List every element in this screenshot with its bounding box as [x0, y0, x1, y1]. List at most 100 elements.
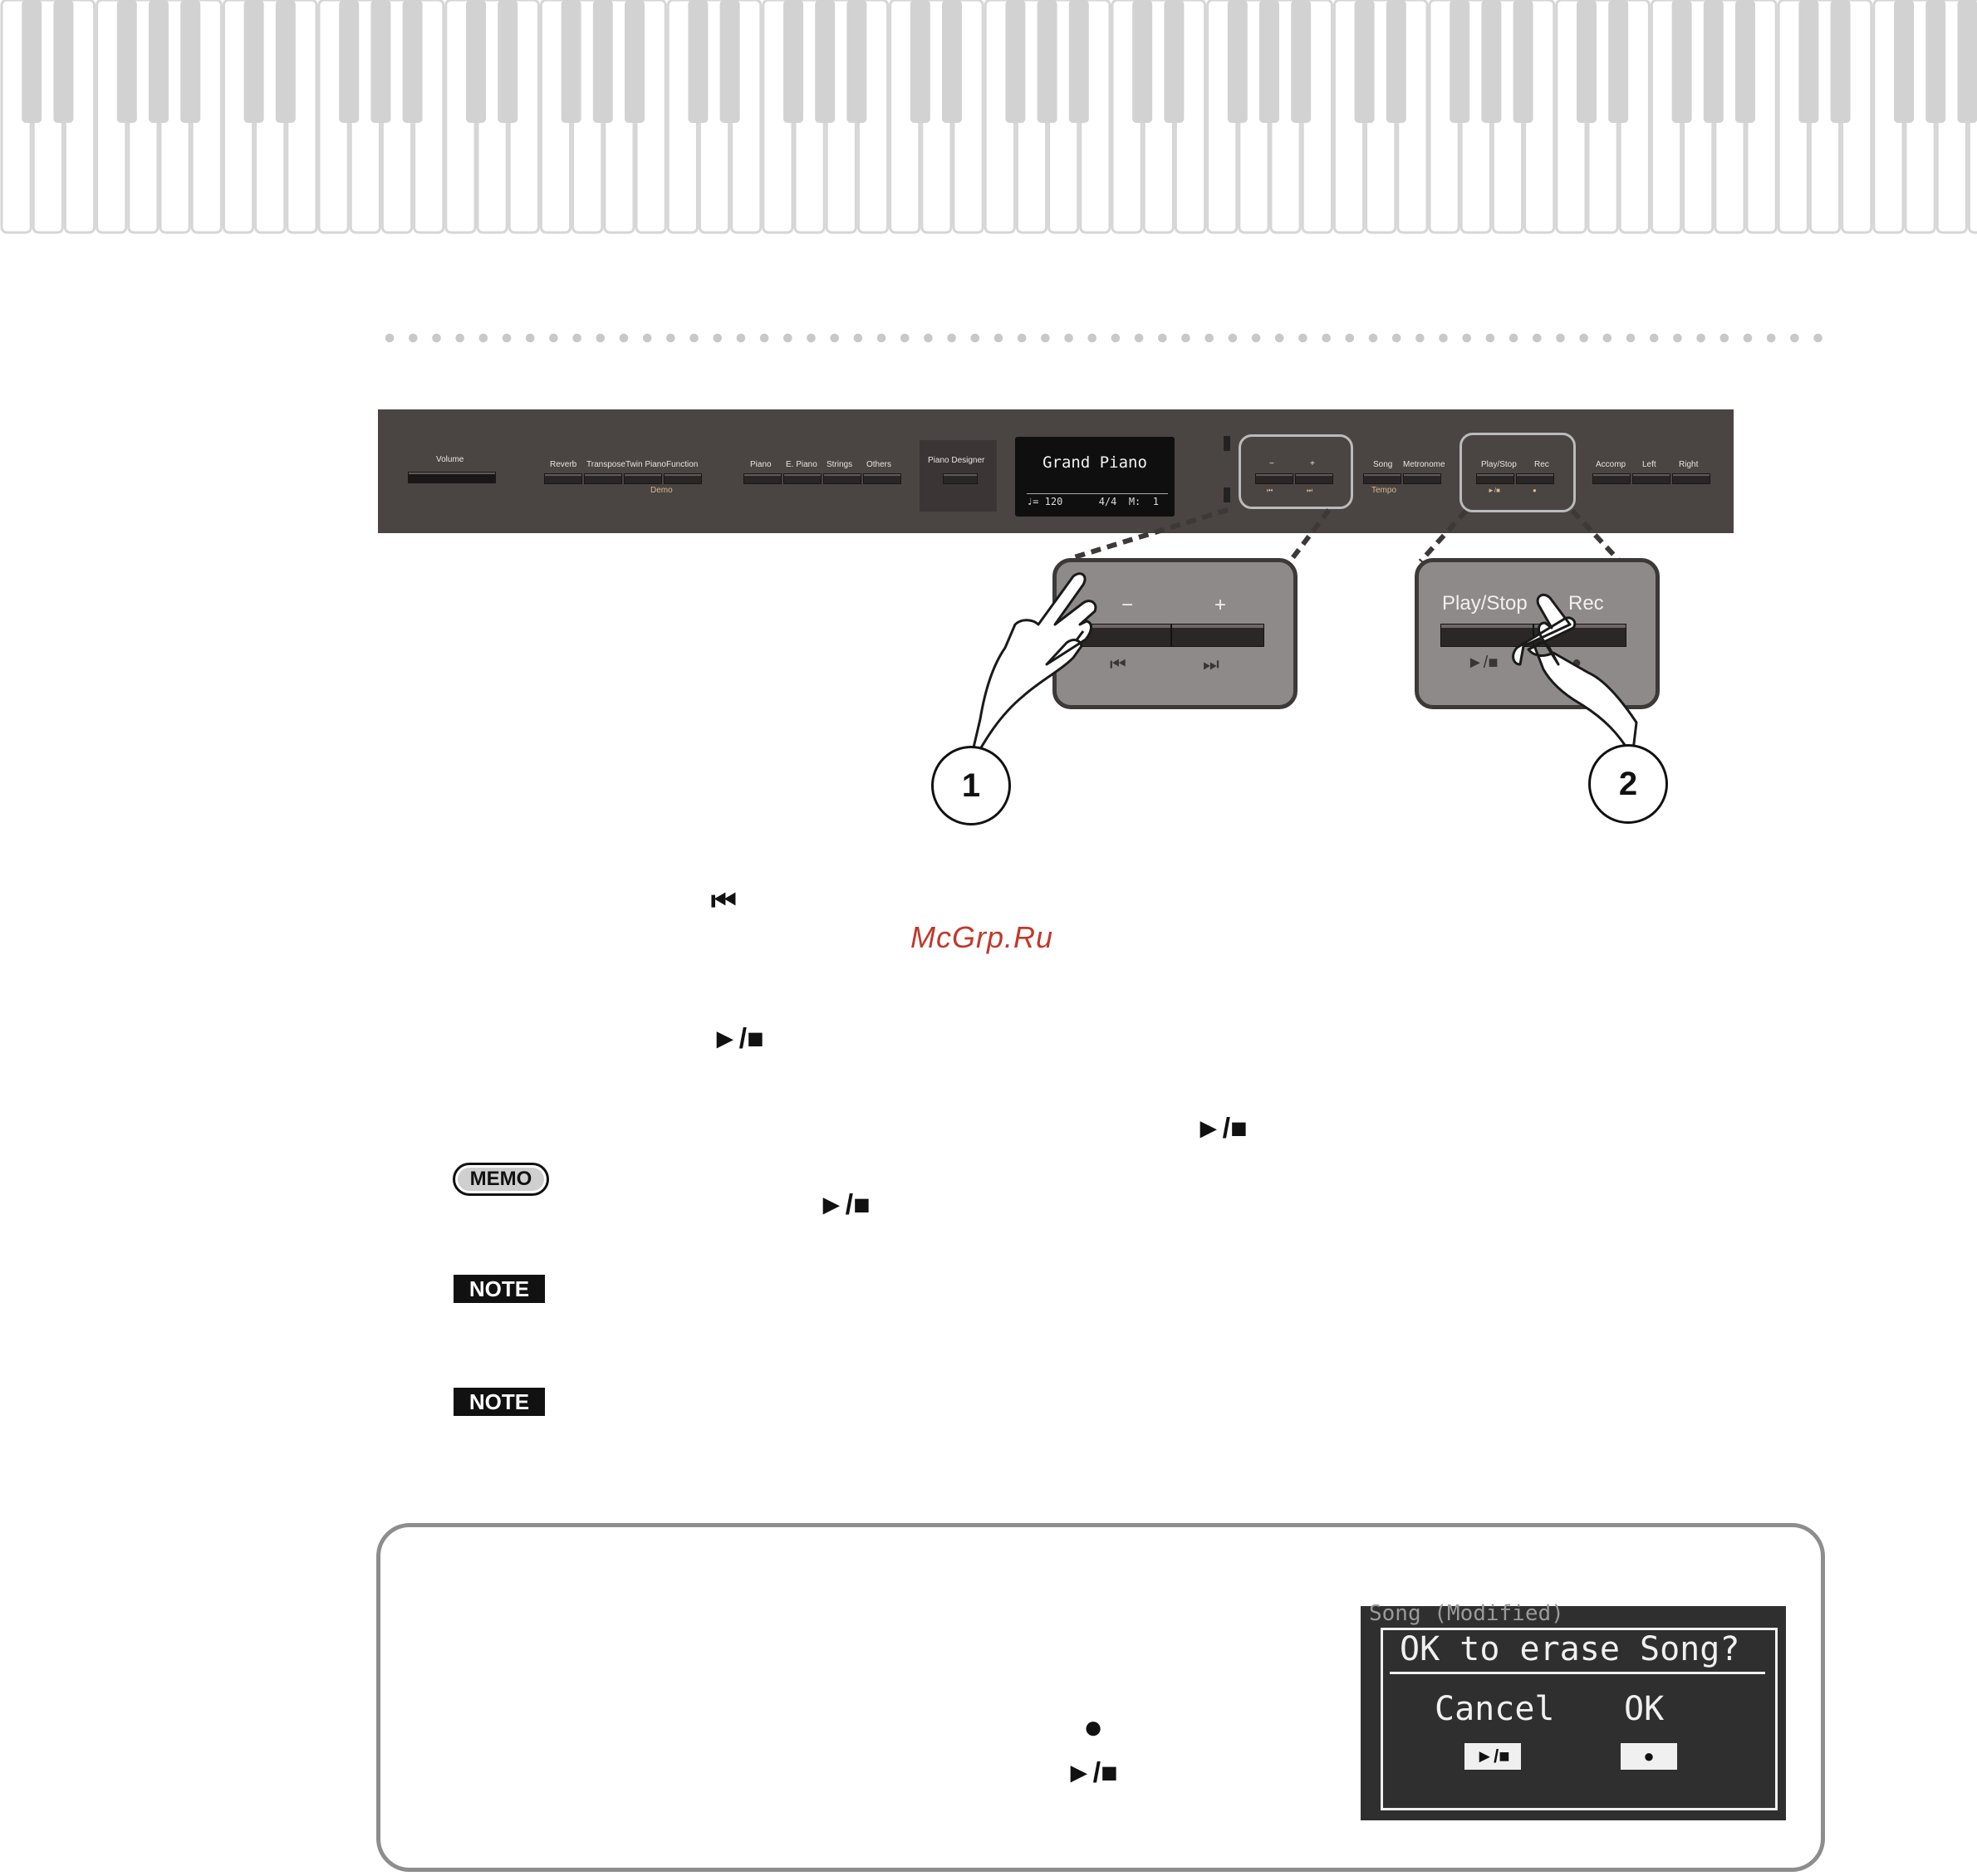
rec-icon: ● [1083, 1709, 1104, 1746]
info-box [376, 1523, 1825, 1872]
song-button [1363, 473, 1401, 484]
step-1-badge: 1 [931, 746, 1011, 825]
zoom-value-buttons: − + ⏮ ⏭ [1052, 558, 1298, 709]
watermark-text: McGrp.Ru [910, 920, 1054, 954]
volume-label: Volume [436, 455, 464, 464]
bwd-symbol: ⏮ [1267, 487, 1273, 494]
others-label: Others [866, 460, 892, 469]
callout-leader-lines [1071, 507, 1622, 564]
piano-button [743, 473, 782, 484]
right-label: Right [1679, 460, 1699, 469]
black-key [592, 0, 613, 123]
e-piano-button [783, 473, 822, 484]
zoom-fwd-icon: ⏭ [1203, 654, 1219, 674]
note-badge-1: NOTE [454, 1275, 545, 1303]
display-tone-name: Grand Piano [1042, 453, 1147, 472]
black-key [1354, 0, 1375, 123]
black-key [1005, 0, 1026, 123]
black-key [1735, 0, 1755, 123]
black-key [370, 0, 391, 123]
rec-label: Rec [1534, 460, 1549, 469]
step-2-badge: 2 [1588, 744, 1668, 824]
minus-label: − [1269, 459, 1274, 468]
black-key [688, 0, 709, 123]
song-label: Song [1373, 460, 1393, 469]
black-key [910, 0, 930, 123]
zoom-play-stop-button [1440, 624, 1533, 647]
black-key [1608, 0, 1629, 123]
black-key [1798, 0, 1819, 123]
black-key [815, 0, 836, 123]
black-key [1957, 0, 1977, 123]
black-key [1925, 0, 1946, 123]
black-key [1068, 0, 1089, 123]
black-key [339, 0, 360, 123]
reverb-button [544, 473, 582, 484]
black-key [719, 0, 740, 123]
rec-symbol: ● [1533, 487, 1537, 494]
control-panel-illustration: Volume Reverb Transpose Twin Piano Funct… [378, 409, 1734, 533]
hand-1-icon [966, 572, 1097, 774]
piano-designer-label: Piano Designer [928, 456, 985, 465]
transpose-label: Transpose [586, 460, 625, 469]
plus-label: + [1310, 459, 1315, 468]
play-stop-symbol: ►/■ [1488, 487, 1500, 494]
accomp-button [1592, 473, 1631, 484]
black-key [1164, 0, 1185, 123]
strings-button [823, 473, 861, 484]
black-key [625, 0, 645, 123]
note-badge-2: NOTE [454, 1388, 545, 1416]
hand-2-icon [1512, 593, 1638, 759]
zoom-play-stop-label: Play/Stop [1442, 592, 1528, 615]
dialog-frame: OK to erase Song? Cancel OK ►/■ ● [1381, 1628, 1778, 1810]
zoom-minus-label: − [1121, 594, 1134, 616]
dialog-cancel-label: Cancel [1435, 1690, 1555, 1728]
metronome-label: Metronome [1403, 460, 1445, 469]
others-button [863, 473, 901, 484]
dialog-ok-key-icon: ● [1621, 1743, 1677, 1770]
black-key [1513, 0, 1533, 123]
zoom-plus-button [1171, 624, 1264, 647]
highlight-frame-value [1239, 434, 1353, 509]
dialog-divider [1390, 1672, 1765, 1674]
minus-button [1255, 473, 1293, 484]
black-key [1703, 0, 1724, 123]
panel-display: Grand Piano ♩= 120 4/4 M: 1 [1015, 437, 1175, 517]
black-key [561, 0, 581, 123]
demo-label: Demo [650, 486, 673, 495]
display-status-line: ♩= 120 4/4 M: 1 [1027, 493, 1168, 507]
black-key [53, 0, 74, 123]
right-button [1672, 473, 1710, 484]
zoom-play-stop-icon: ►/■ [1467, 654, 1499, 672]
cursor-button-up [1224, 436, 1230, 451]
play-stop-label: Play/Stop [1481, 460, 1517, 469]
black-key [402, 0, 423, 123]
black-key [1037, 0, 1057, 123]
black-key [1291, 0, 1312, 123]
black-key [1830, 0, 1851, 123]
plus-button [1295, 473, 1333, 484]
zoom-bwd-icon: ⏮ [1110, 654, 1126, 674]
black-key [846, 0, 867, 123]
black-key [116, 0, 137, 123]
black-key [275, 0, 296, 123]
tempo-label: Tempo [1371, 486, 1397, 495]
zoom-plus-label: + [1214, 594, 1227, 616]
black-key [1227, 0, 1248, 123]
piano-keyboard-header [0, 0, 1977, 234]
rec-button [1516, 473, 1554, 484]
cursor-button-down [1224, 487, 1230, 502]
piano-label: Piano [750, 460, 772, 469]
e-piano-label: E. Piano [786, 460, 817, 469]
black-key [1577, 0, 1597, 123]
black-key [498, 0, 518, 123]
black-key [149, 0, 169, 123]
black-key [1259, 0, 1279, 123]
black-key [1894, 0, 1914, 123]
black-key [1132, 0, 1153, 123]
dialog-background-text: Song (Modified) [1369, 1601, 1564, 1626]
transpose-button [584, 473, 622, 484]
black-key [1671, 0, 1692, 123]
pointing-hand-icons [966, 572, 1638, 774]
play-stop-icon-3: ►/■ [817, 1189, 871, 1221]
